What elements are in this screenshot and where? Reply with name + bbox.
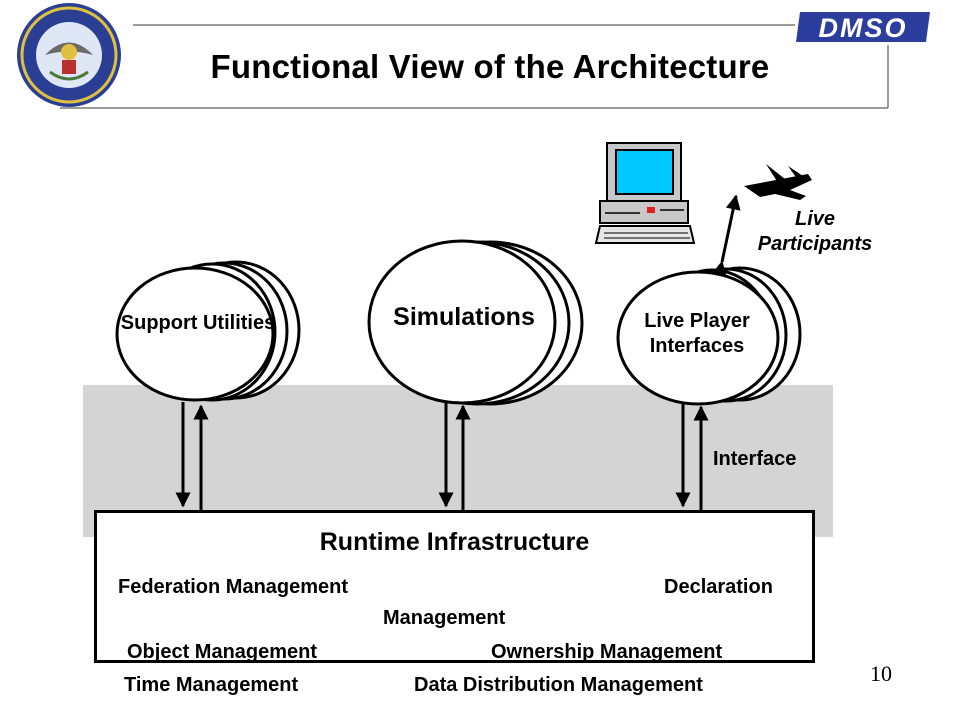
- runtime-infrastructure-box: [94, 510, 815, 663]
- service-declaration: Declaration: [664, 576, 773, 598]
- simulations-label: Simulations: [393, 303, 535, 331]
- dmso-logo-text: DMSO: [819, 13, 908, 43]
- header-rules: [60, 24, 889, 109]
- live-player-stack: [616, 266, 802, 406]
- live-participants-label: Live Participants: [757, 208, 873, 255]
- service-data-distribution-management: Data Distribution Management: [414, 674, 703, 696]
- service-federation-management: Federation Management: [118, 576, 349, 598]
- service-declaration-management: Management: [383, 607, 506, 629]
- service-ownership-management: Ownership Management: [491, 641, 723, 663]
- computer-icon: [594, 142, 696, 244]
- page-title: Functional View of the Architecture: [210, 48, 770, 85]
- support-utilities-label: Support Utilities: [120, 312, 276, 334]
- simulations-stack: [367, 239, 584, 406]
- dod-seal-icon: [17, 3, 121, 107]
- connector-arrows: [175, 194, 741, 510]
- service-time-management: Time Management: [124, 674, 299, 696]
- runtime-infrastructure-title: Runtime Infrastructure: [319, 528, 590, 556]
- arrow-live-participants: [711, 194, 741, 277]
- interface-label: Interface: [713, 448, 797, 470]
- fighter-jet-icon: [744, 164, 812, 200]
- dmso-logo-icon: DMSO: [796, 12, 930, 43]
- support-utilities-stack: [115, 260, 301, 402]
- live-player-interfaces-label: Live Player Interfaces: [644, 310, 750, 357]
- service-object-management: Object Management: [127, 641, 318, 663]
- page-number: 10: [870, 661, 892, 686]
